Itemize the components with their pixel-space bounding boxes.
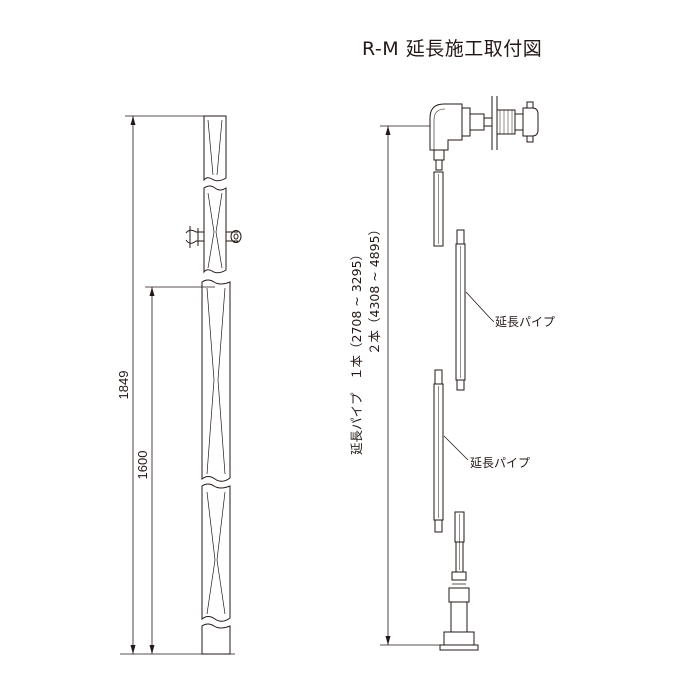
dimension-1600-text: 1600 (135, 451, 150, 480)
extension-exploded-view: 延長パイプ １本（2708 ~ 3295） ２本（4308 ~ 4895） (349, 96, 555, 651)
valve-fitting (185, 226, 242, 248)
base-fitting (439, 571, 479, 651)
extension-range-dimension: 延長パイプ １本（2708 ~ 3295） ２本（4308 ~ 4895） (349, 125, 440, 646)
head-pipe (433, 171, 444, 247)
dimension-1849: 1849 (116, 115, 215, 654)
extension-range-two-pipes: ２本（4308 ~ 4895） (367, 223, 382, 355)
extension-pipe-2 (433, 369, 444, 533)
extension-range-one-pipe: 延長パイプ １本（2708 ~ 3295） (349, 248, 364, 455)
label-extension-pipe-2: 延長パイプ (443, 435, 530, 470)
label-extension-pipe-2-text: 延長パイプ (470, 456, 530, 470)
base-pipe (454, 511, 465, 573)
drawing-title: R-M 延長施工取付図 (362, 38, 543, 60)
label-extension-pipe-1-text: 延長パイプ (495, 315, 555, 329)
assembled-post: 1849 1600 (116, 115, 242, 655)
upper-post-section (203, 115, 227, 274)
lower-post-section (201, 279, 231, 655)
elbow-head (429, 96, 539, 171)
dimension-1600: 1600 (135, 286, 215, 654)
extension-pipe-1 (455, 229, 466, 391)
dimension-1849-text: 1849 (116, 371, 131, 400)
label-extension-pipe-1: 延長パイプ (465, 291, 555, 329)
